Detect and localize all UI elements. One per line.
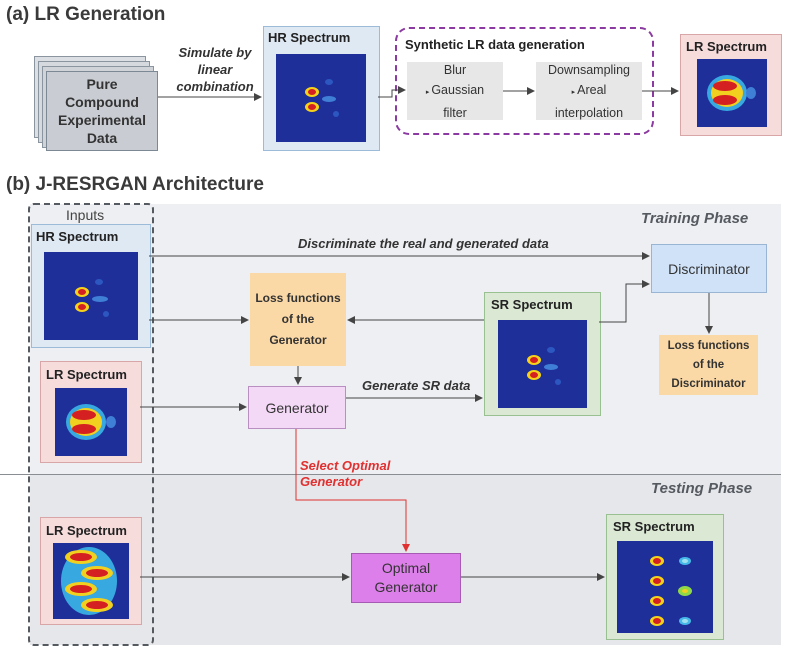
lr-spectrum-image-test: [53, 543, 129, 619]
lr-spectrum-card-test: LR Spectrum: [40, 517, 142, 625]
synthetic-lr-generation-group: [395, 27, 654, 135]
select-optimal-line-2: Generator: [300, 474, 363, 489]
loss-generator-line-1: Loss functions: [255, 291, 341, 305]
arrow-hr-to-blur: [378, 86, 406, 98]
downsampling-step: Downsampling ▸ Areal interpolation: [536, 62, 642, 120]
blur-line-2: ▸ Gaussian: [425, 82, 485, 97]
sr-spectrum-title-b: SR Spectrum: [491, 297, 573, 312]
lr-spectrum-card-b: LR Spectrum: [40, 361, 142, 463]
loss-discriminator-line-2: of the: [692, 358, 725, 371]
inputs-label: Inputs: [66, 207, 105, 223]
hr-spectrum-card-b: HR Spectrum: [31, 224, 151, 348]
sr-spectrum-image-test: [617, 541, 713, 633]
optimal-generator-box: Optimal Generator: [351, 553, 461, 603]
downsampling-line-2: ▸ Areal: [571, 82, 607, 97]
loss-discriminator-line-3: Discriminator: [671, 377, 746, 390]
select-optimal-line-1: Select Optimal: [300, 458, 391, 473]
arrow-select-optimal: [295, 429, 410, 552]
lr-spectrum-image-b: [55, 388, 127, 456]
lr-spectrum-title-b: LR Spectrum: [46, 367, 127, 382]
sr-spectrum-title-test: SR Spectrum: [613, 519, 695, 534]
simulate-line-1: Simulate by: [178, 45, 252, 60]
blur-line-1: Blur: [443, 62, 467, 77]
section-b-title: (b) J-RESRGAN Architecture: [6, 174, 264, 195]
synthetic-title: Synthetic LR data generation: [405, 37, 585, 52]
select-optimal-label: Select Optimal Generator: [300, 458, 390, 490]
blur-step: Blur ▸ Gaussian filter: [407, 62, 503, 120]
hr-spectrum-image-b: [44, 252, 138, 340]
hr-spectrum-image-a: [276, 54, 366, 142]
downsampling-line-3: interpolation: [554, 105, 624, 120]
blur-line-3: filter: [443, 105, 467, 120]
pure-compound-box: Pure Compound Experimental Data: [46, 71, 158, 151]
pure-compound-line-2: Compound: [65, 94, 139, 110]
lr-spectrum-card-a: LR Spectrum: [680, 34, 782, 136]
generate-sr-label: Generate SR data: [362, 378, 471, 393]
generator-box: Generator: [248, 386, 346, 429]
section-a-title: (a) LR Generation: [6, 4, 166, 25]
downsampling-line-1: Downsampling: [548, 62, 630, 77]
simulate-line-3: combination: [176, 79, 254, 94]
hr-spectrum-title-a: HR Spectrum: [268, 30, 351, 45]
lr-spectrum-image-a: [697, 59, 767, 127]
lr-spectrum-title-a: LR Spectrum: [686, 39, 767, 54]
optimal-generator-line-2: Generator: [374, 579, 438, 595]
simulate-line-2: linear: [197, 62, 233, 77]
sr-spectrum-image-b: [498, 320, 587, 408]
testing-phase-label: Testing Phase: [651, 480, 753, 497]
pure-compound-line-3: Experimental: [58, 112, 146, 128]
phase-divider: [0, 474, 781, 475]
loss-generator-line-2: of the: [281, 312, 315, 326]
discriminator-box: Discriminator: [651, 244, 767, 293]
hr-spectrum-card-a: HR Spectrum: [263, 26, 380, 151]
arrow-sr-to-discriminator: [599, 280, 650, 323]
training-phase-label: Training Phase: [641, 210, 749, 227]
hr-spectrum-title-b: HR Spectrum: [36, 229, 119, 244]
loss-discriminator-line-1: Loss functions: [667, 339, 750, 352]
pure-compound-line-4: Data: [86, 130, 118, 146]
optimal-generator-line-1: Optimal: [381, 560, 431, 576]
sr-spectrum-card-test: SR Spectrum: [606, 514, 724, 640]
loss-generator-box: Loss functions of the Generator: [250, 273, 346, 366]
pure-compound-line-1: Pure: [86, 76, 118, 92]
loss-generator-line-3: Generator: [269, 333, 327, 347]
simulate-label: Simulate by linear combination: [170, 44, 260, 95]
lr-spectrum-title-test: LR Spectrum: [46, 523, 127, 538]
discriminate-label: Discriminate the real and generated data: [298, 236, 549, 251]
loss-discriminator-box: Loss functions of the Discriminator: [659, 335, 758, 395]
inputs-group: [28, 203, 154, 646]
sr-spectrum-card-b: SR Spectrum: [484, 292, 601, 416]
